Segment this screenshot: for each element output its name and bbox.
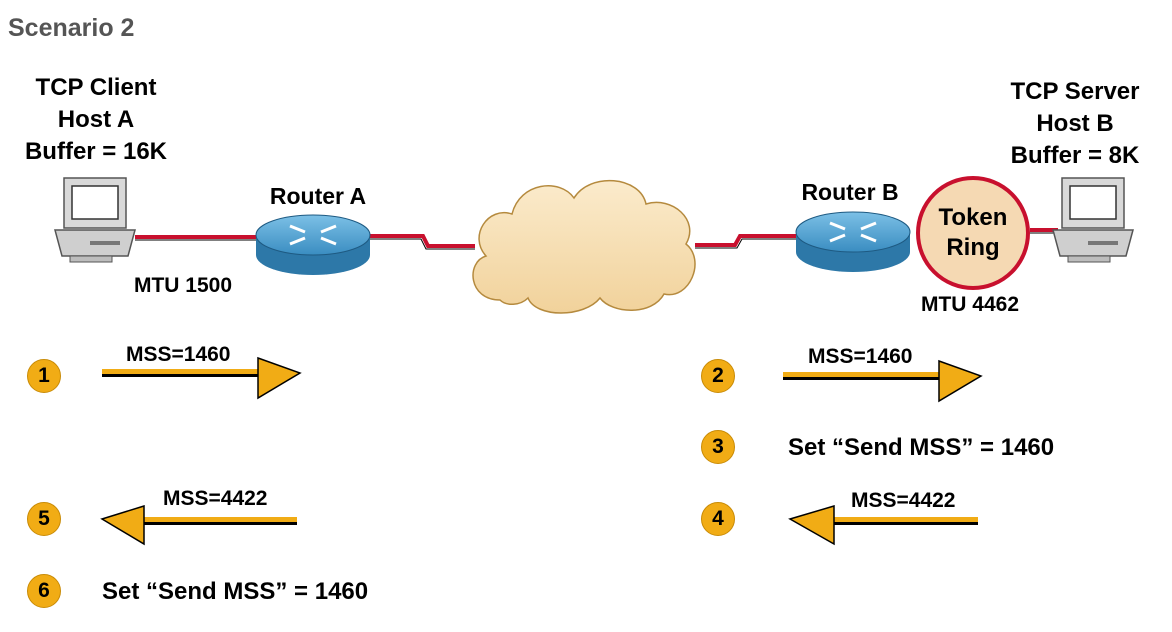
arrow-icon <box>102 356 302 400</box>
step-number-1: 1 <box>27 359 61 393</box>
arrow-icon <box>100 504 297 546</box>
token-ring-line1: Token <box>938 204 1008 231</box>
router-icon <box>795 211 911 272</box>
link-cloud-router-b <box>695 234 800 249</box>
client-host: Host A <box>57 106 135 133</box>
step-number-4: 4 <box>701 502 735 536</box>
token-ring-line2: Ring <box>946 234 1000 261</box>
step-5-mss-label: MSS=4422 <box>163 487 268 510</box>
link-client-router-a <box>135 235 258 241</box>
router-icon <box>255 214 371 275</box>
client-mtu: MTU 1500 <box>133 274 233 297</box>
step-number-2: 2 <box>701 359 735 393</box>
step-number-3: 3 <box>701 430 735 464</box>
arrow-icon <box>783 359 983 403</box>
server-host: Host B <box>1036 110 1114 137</box>
token-ring-label: Token Ring <box>920 203 1026 263</box>
step-2-mss-label: MSS=1460 <box>808 345 913 368</box>
server-title: TCP Server <box>1010 78 1140 105</box>
cloud-icon <box>472 179 696 314</box>
step-number-6: 6 <box>27 574 61 608</box>
server-label: TCP Server Host B Buffer = 8K <box>980 76 1170 172</box>
step-4-mss-label: MSS=4422 <box>851 489 956 512</box>
server-buffer: Buffer = 8K <box>1010 142 1140 169</box>
computer-icon <box>54 177 136 263</box>
client-title: TCP Client <box>35 74 157 101</box>
computer-icon <box>1052 177 1134 263</box>
client-buffer: Buffer = 16K <box>24 138 168 165</box>
client-label: TCP Client Host A Buffer = 16K <box>0 72 192 168</box>
step-6-text: Set “Send MSS” = 1460 <box>102 578 369 605</box>
arrow-icon <box>788 504 978 546</box>
page-title: Scenario 2 <box>8 14 135 42</box>
token-ring-icon <box>916 176 1030 290</box>
step-3-text: Set “Send MSS” = 1460 <box>788 434 1055 461</box>
step-1-mss-label: MSS=1460 <box>126 343 231 366</box>
step-number-5: 5 <box>27 502 61 536</box>
router-b-label: Router B <box>801 179 899 205</box>
link-router-a-cloud <box>370 234 475 250</box>
server-mtu: MTU 4462 <box>920 293 1020 316</box>
router-a-label: Router A <box>269 183 367 209</box>
